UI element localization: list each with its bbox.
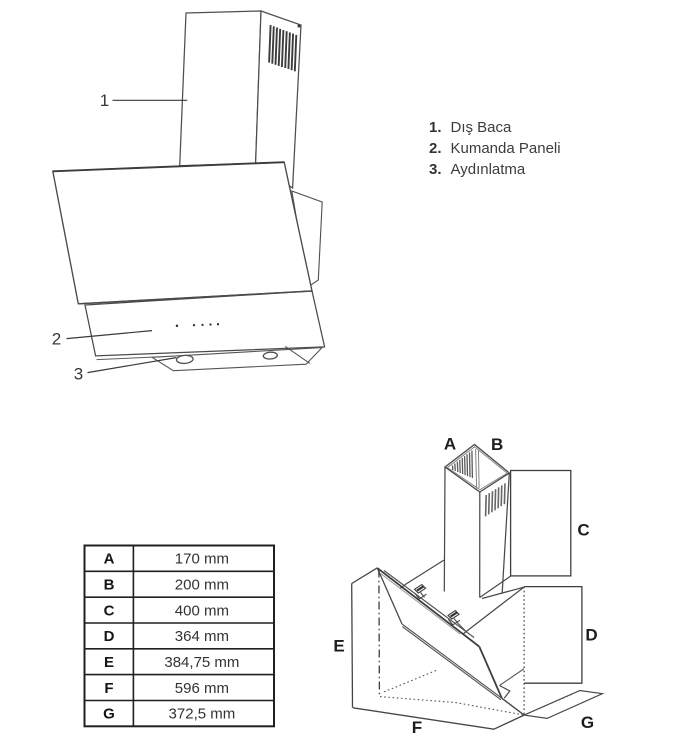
svg-text:2: 2 xyxy=(52,329,61,348)
svg-text:3: 3 xyxy=(74,364,83,383)
svg-text:2.: 2. xyxy=(429,140,442,157)
svg-text:Dış Baca: Dış Baca xyxy=(451,119,513,136)
svg-text:G: G xyxy=(581,713,594,732)
svg-text:D: D xyxy=(585,625,597,644)
svg-text:G: G xyxy=(103,706,115,723)
svg-text:400 mm: 400 mm xyxy=(175,602,229,619)
svg-text:1.: 1. xyxy=(429,119,442,136)
svg-text:E: E xyxy=(104,654,114,671)
svg-text:372,5 mm: 372,5 mm xyxy=(169,706,236,723)
svg-text:Kumanda Paneli: Kumanda Paneli xyxy=(451,140,561,157)
svg-text:E: E xyxy=(333,637,344,656)
svg-text:3.: 3. xyxy=(429,161,442,178)
svg-text:Aydınlatma: Aydınlatma xyxy=(451,161,526,178)
svg-text:A: A xyxy=(104,551,115,568)
svg-text:B: B xyxy=(104,577,115,594)
svg-text:364 mm: 364 mm xyxy=(175,628,229,645)
svg-text:200 mm: 200 mm xyxy=(175,577,229,594)
svg-text:A: A xyxy=(444,435,456,454)
svg-text:B: B xyxy=(491,435,503,454)
svg-text:170 mm: 170 mm xyxy=(175,551,229,568)
svg-text:F: F xyxy=(412,718,422,737)
svg-text:C: C xyxy=(104,602,115,619)
svg-text:D: D xyxy=(104,628,115,645)
svg-text:F: F xyxy=(104,680,113,697)
svg-text:596 mm: 596 mm xyxy=(175,680,229,697)
svg-text:1: 1 xyxy=(100,91,109,110)
svg-text:384,75 mm: 384,75 mm xyxy=(164,654,239,671)
svg-text:C: C xyxy=(577,521,589,540)
